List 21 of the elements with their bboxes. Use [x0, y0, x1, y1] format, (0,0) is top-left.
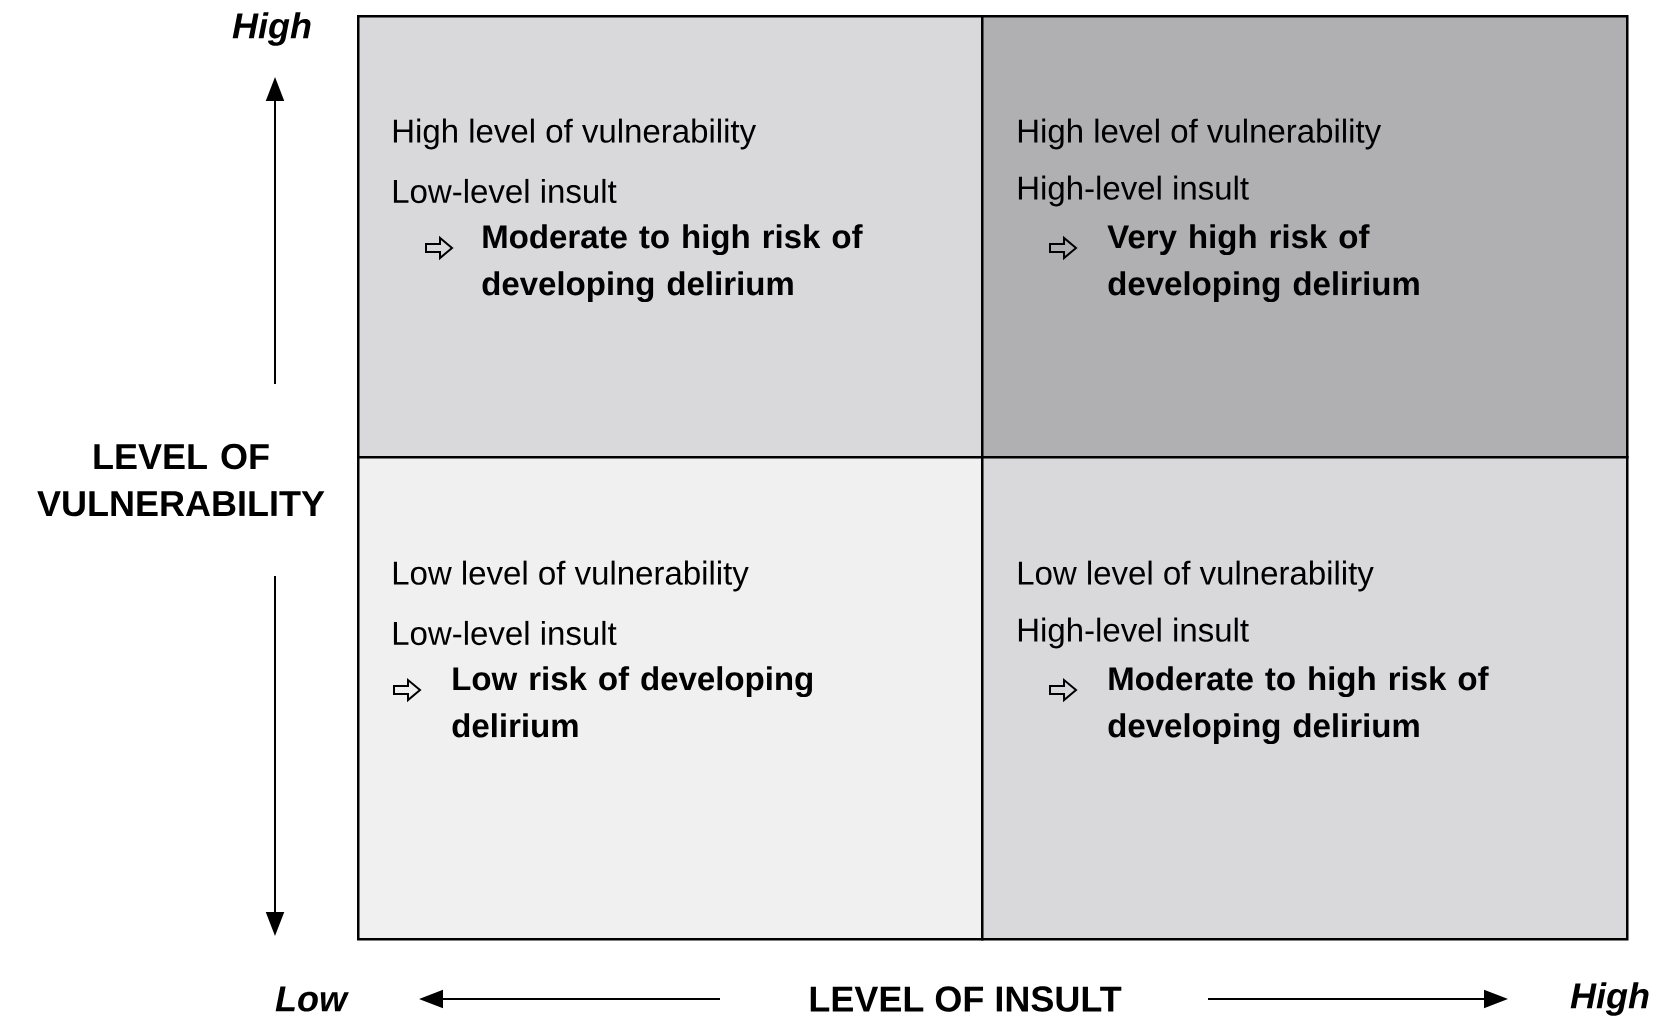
- risk-text: Very high risk of developing delirium: [1107, 224, 1419, 303]
- quadrant-box: [357, 15, 984, 459]
- vulnerability-text: High level of vulnerability: [1018, 118, 1382, 150]
- axis-label: LEVEL OF VULNERABILITY: [37, 443, 325, 517]
- vulnerability-text: Low level of vulnerability: [1018, 560, 1374, 592]
- axis-label: High: [1570, 982, 1649, 1016]
- insult-text: High-level insult: [1018, 617, 1249, 649]
- axis-label: Low: [275, 986, 349, 1012]
- risk-text: Moderate to high risk of developing delirium: [1108, 666, 1489, 745]
- axis-label: LEVEL OF INSULT: [810, 986, 1122, 1012]
- quadrant-box: [357, 456, 984, 941]
- insult-text: High-level insult: [1018, 175, 1249, 207]
- quadrant-box: [981, 456, 1629, 941]
- insult-text: Low-level insult: [393, 620, 617, 646]
- vulnerability-text: Low level of vulnerability: [393, 560, 749, 592]
- risk-text: Moderate to high risk of developing delirium: [482, 224, 863, 303]
- axis-label: High: [232, 12, 311, 46]
- vulnerability-text: High level of vulnerability: [393, 118, 757, 150]
- quadrant-box: [981, 15, 1629, 459]
- risk-text: Low risk of developing delirium: [452, 666, 812, 738]
- insult-text: Low-level insult: [393, 178, 617, 204]
